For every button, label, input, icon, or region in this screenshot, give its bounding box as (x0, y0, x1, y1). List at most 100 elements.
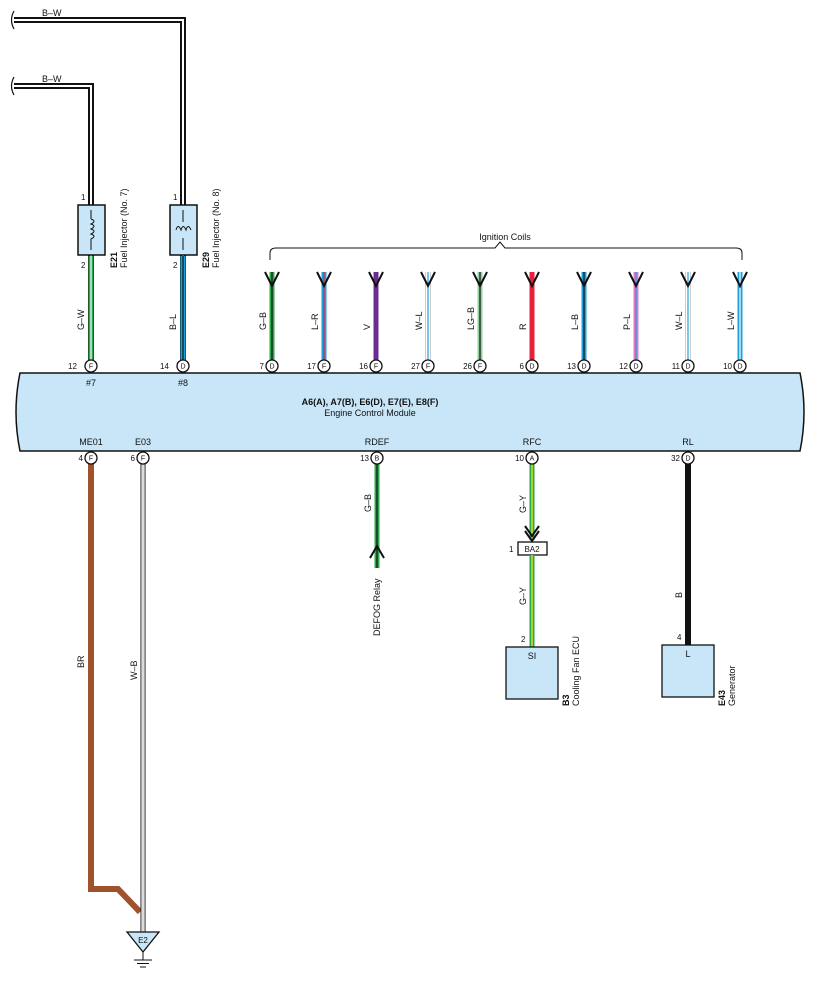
ecm-connector-letter: D (685, 364, 690, 371)
junction-label: BA2 (524, 545, 540, 554)
wire-rfc: G–Y BA2 1 G–Y 2 (509, 464, 548, 647)
connector-arrow-icon (524, 271, 540, 289)
wire-rfc-bottom-label: G–Y (518, 587, 528, 605)
coil-icon (89, 218, 95, 241)
ignition-wire-igt5: W–L27FIGT5 (411, 271, 438, 388)
ignition-wire-label: R (518, 323, 528, 330)
ecm-pin-rl: 32 D (671, 451, 695, 465)
wire-rfc-top-label: G–Y (518, 495, 528, 513)
ecm-pin-number: 6 (131, 454, 136, 463)
ignition-coils-label: Ignition Coils (479, 232, 531, 242)
connector-arrow-icon (576, 271, 592, 289)
ignition-wire-igf1: G–B7DIGF1 (258, 271, 282, 388)
ecm-connector-letter: D (685, 456, 690, 463)
ignition-wire-igt8: L–W10DIGT8 (723, 271, 750, 388)
ecm-pin-number: 12 (619, 362, 628, 371)
ignition-wire-label: W–L (414, 311, 424, 330)
ignition-wire-label: L–R (310, 313, 320, 330)
ecm-pin-number: 14 (160, 362, 169, 371)
connector-arrow-icon (524, 525, 540, 538)
ecm-pin-number: 11 (672, 362, 681, 371)
ignition-wires: G–B7DIGF1L–R17FIGT1V16FIGT3W–L27FIGT5LG–… (258, 271, 750, 388)
ecm-terminal-me01: ME01 (79, 437, 103, 447)
ecm-connector-letter: D (737, 364, 742, 371)
connector-arrow-icon (316, 271, 332, 289)
ignition-wire-igt4: P–L12DIGT4 (619, 271, 646, 388)
injector-7-pin-top: 1 (81, 193, 86, 202)
ecm-pin-number: 32 (671, 454, 680, 463)
ecm-connector-letter: F (322, 364, 326, 371)
ecm-connectors: A6(A), A7(B), E6(D), E7(E), E8(F) (302, 397, 439, 407)
connector-arrow-icon (472, 271, 488, 289)
injector-7-code: E21 (109, 252, 119, 268)
ecm-pin-number: 13 (567, 362, 576, 371)
wire-e03-label: W–B (129, 660, 139, 680)
injector-8-name: Fuel Injector (No. 8) (211, 188, 221, 268)
ignition-wire-label: P–L (622, 314, 632, 330)
ecm-pin-injector-7: 12 F (68, 359, 98, 373)
ecm-connector-letter: F (478, 364, 482, 371)
wire-rdef: G–B DEFOG Relay (363, 464, 385, 636)
injector-wire-8-label: B–L (168, 314, 178, 330)
ecm-terminal-e03: E03 (135, 437, 151, 447)
connector-arrow-icon (368, 271, 384, 289)
ignition-wire-igt6: W–L11DIGT6 (672, 271, 698, 388)
ecm-pin-number: 17 (307, 362, 316, 371)
ground-e2: E2 (125, 931, 161, 968)
fan-ecu-name: Cooling Fan ECU (571, 636, 581, 706)
injector-wire-7-label: G–W (76, 309, 86, 330)
fuel-injector-8: 1 2 E29 Fuel Injector (No. 8) (169, 188, 221, 270)
ecm-pin-number: 27 (411, 362, 420, 371)
wire-rdef-label: G–B (363, 494, 373, 512)
supply-wire-upper: B–W (10, 8, 186, 370)
ignition-wire-igf2: R6DIGF2 (518, 271, 542, 388)
ecm-pin-number: 12 (68, 362, 77, 371)
coil-icon (175, 226, 192, 232)
ecm-pin-number: 13 (360, 454, 369, 463)
injector-wire-8: B–L (168, 256, 186, 365)
injector-8-pin-bottom: 2 (173, 261, 178, 270)
injector-8-pin-top: 1 (173, 193, 178, 202)
ignition-wire-label: G–B (258, 312, 268, 330)
connector-arrow-icon (628, 271, 644, 289)
wire-me01-br: BR (76, 464, 143, 915)
fuel-injector-7: 1 2 E21 Fuel Injector (No. 7) (77, 188, 129, 270)
ignition-wire-label: LG–B (466, 307, 476, 330)
ecm-name: Engine Control Module (324, 408, 416, 418)
ecm-connector-letter: A (530, 456, 535, 463)
wire-rl: B 4 (674, 464, 691, 645)
ecm-connector-letter: D (529, 364, 534, 371)
generator-name: Generator (727, 665, 737, 706)
supply-wire-upper-label: B–W (42, 8, 62, 18)
generator: L E43 Generator (661, 644, 737, 706)
fan-ecu-code: B3 (561, 694, 571, 706)
junction-pin: 1 (509, 545, 514, 554)
ecm-pin-number: 10 (723, 362, 732, 371)
fan-ecu-pin: 2 (521, 635, 526, 644)
supply-wire-lower-label: B–W (42, 74, 62, 84)
ecm-connector-letter: F (426, 364, 430, 371)
connector-arrow-icon (732, 271, 748, 289)
engine-control-module: #7 #8 A6(A), A7(B), E6(D), E7(E), E8(F) … (15, 372, 805, 452)
ignition-wire-igt1: L–R17FIGT1 (307, 271, 334, 388)
ecm-terminal-rdef: RDEF (365, 437, 390, 447)
connector-arrow-icon (680, 271, 696, 289)
ecm-connector-letter: F (89, 456, 93, 463)
connector-arrow-icon (420, 271, 436, 289)
ecm-terminal-rfc: RFC (523, 437, 542, 447)
connector-arrow-icon (524, 530, 540, 543)
connector-arrow-icon (369, 544, 385, 559)
ecm-terminal-rl: RL (682, 437, 694, 447)
ecm-connector-letter: D (633, 364, 638, 371)
ignition-wire-label: L–W (726, 311, 736, 330)
injector-8-code: E29 (201, 252, 211, 268)
ignition-wire-label: L–B (570, 314, 580, 330)
ecm-connector-letter: D (180, 364, 185, 371)
ground-label: E2 (138, 936, 148, 945)
ecm-connector-letter: D (269, 364, 274, 371)
ecm-pin-number: 7 (260, 362, 265, 371)
